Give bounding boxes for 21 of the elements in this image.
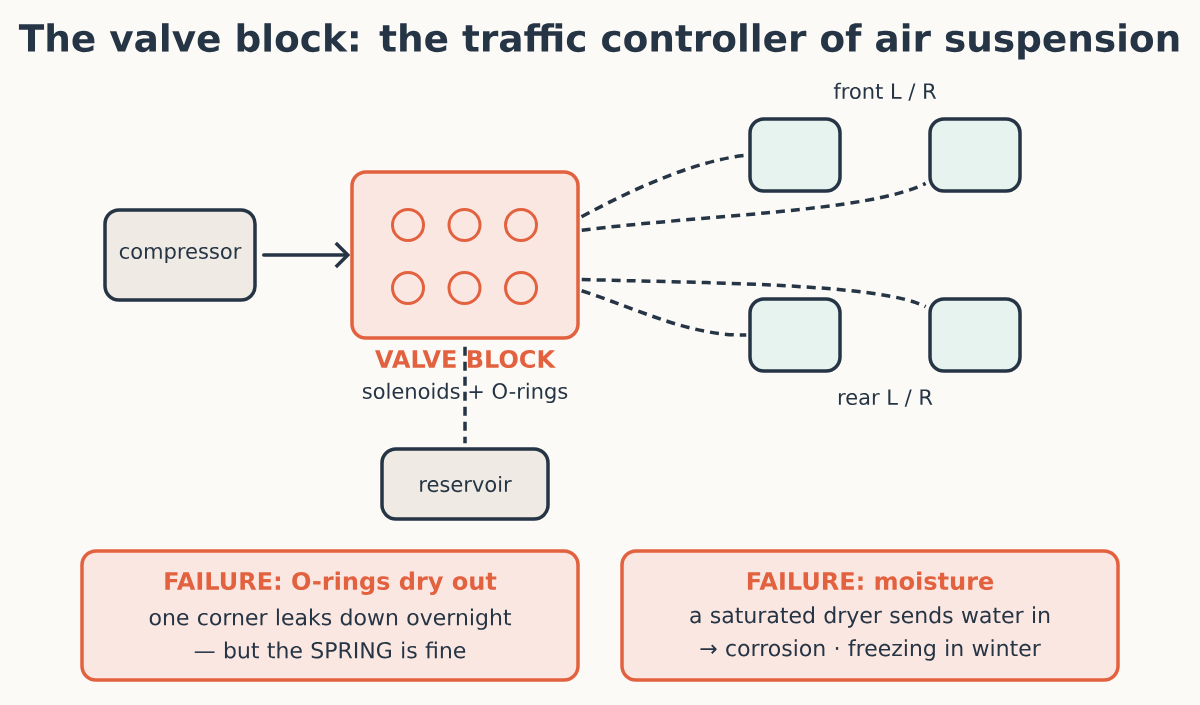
connector-line — [580, 153, 747, 219]
card-heading: FAILURE: moisture — [747, 571, 994, 591]
card-text: a saturated dryer sends water in → corrosion · freezing in winter — [690, 606, 1050, 661]
wheel-box — [748, 297, 842, 373]
connector-line — [581, 277, 927, 309]
connector-line — [581, 289, 747, 337]
title: The valve block: the traffic controller of air suspension — [18, 23, 1179, 60]
wheel-box — [748, 117, 842, 193]
block-caption: solenoids + O-rings — [362, 382, 568, 404]
card-heading: FAILURE: O-rings dry out — [165, 571, 497, 595]
component-box: compressor — [103, 208, 257, 302]
component-box: reservoir — [380, 447, 550, 521]
group-label: rear L / R — [838, 389, 933, 407]
wheel-box — [928, 297, 1022, 373]
arrow — [262, 241, 351, 269]
connector-line — [581, 181, 927, 233]
connector-line — [463, 346, 467, 444]
card-text: one corner leaks down overnight — but the SPRING is fine — [149, 608, 512, 659]
wheel-box — [928, 117, 1022, 193]
block-title: VALVE BLOCK — [375, 349, 556, 369]
group-label: front L / R — [833, 82, 937, 101]
